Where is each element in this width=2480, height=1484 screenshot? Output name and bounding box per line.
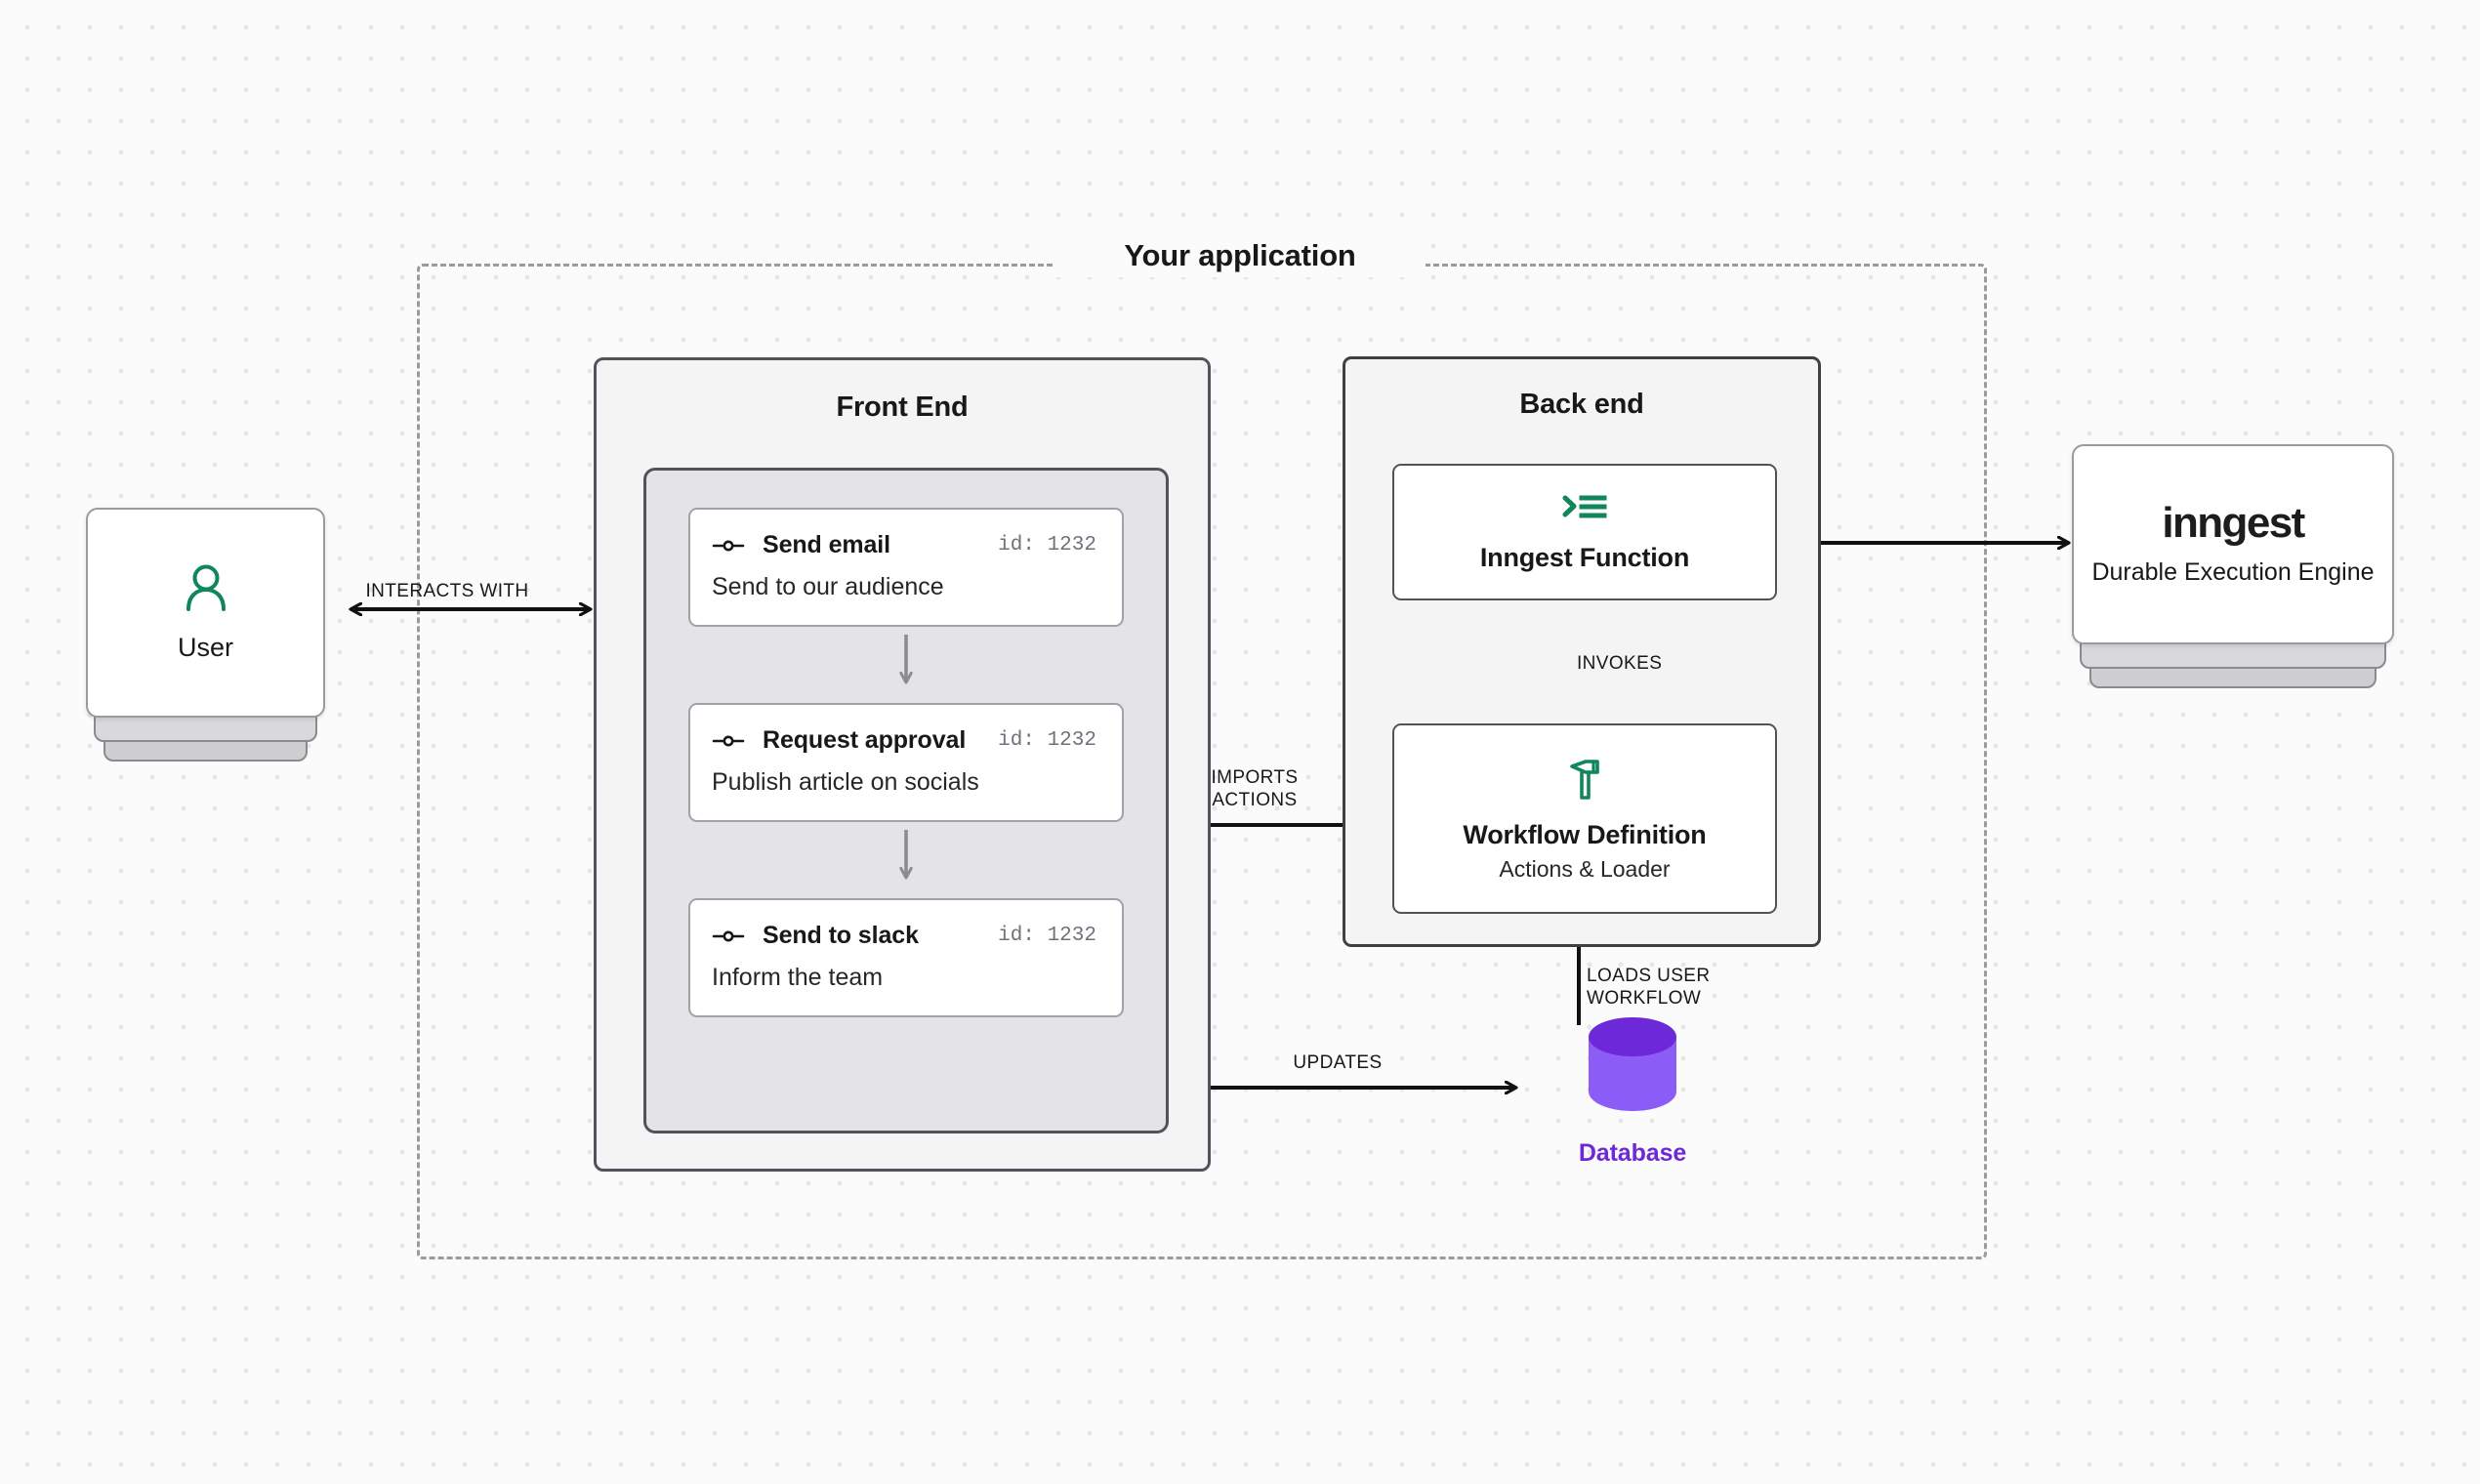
workflow-definition-title: Workflow Definition (1463, 820, 1707, 849)
inngest-card: inngest Durable Execution Engine (2072, 444, 2394, 644)
edge-label-updates: UPDATES (1293, 1052, 1383, 1073)
workflow-connector-arrow (894, 830, 918, 890)
application-title: Your application (1054, 234, 1426, 277)
workflow-step-title: Request approval (763, 726, 967, 754)
backend-title: Back end (1519, 389, 1644, 420)
workflow-step-header: Send email id: 1232 (712, 531, 1096, 559)
workflow-node-icon (712, 735, 745, 746)
workflow-step-header: Send to slack id: 1232 (712, 922, 1096, 950)
inngest-function-card[interactable]: Inngest Function (1392, 464, 1777, 600)
backend-panel: Back end Inngest Function Work (1343, 356, 1821, 947)
workflow-step-card[interactable]: Request approval id: 1232 Publish articl… (688, 703, 1124, 822)
database-node[interactable]: Database (1525, 1015, 1740, 1168)
workflow-definition-subtitle: Actions & Loader (1499, 856, 1671, 882)
frontend-panel: Front End Send email id: 1232 Send to ou… (594, 357, 1211, 1172)
workflow-node-icon (712, 930, 745, 941)
frontend-title: Front End (836, 392, 969, 423)
edge-label-interacts-with: INTERACTS WITH (365, 581, 529, 601)
inngest-function-title: Inngest Function (1479, 543, 1690, 572)
workflow-step-card[interactable]: Send to slack id: 1232 Inform the team (688, 898, 1124, 1017)
user-icon (185, 563, 227, 617)
workflow-step-title: Send to slack (763, 922, 919, 949)
edge-label-invokes: INVOKES (1577, 653, 1663, 674)
workflow-definition-card[interactable]: Workflow Definition Actions & Loader (1392, 723, 1777, 914)
workflow-step-id: id: 1232 (998, 729, 1096, 752)
inngest-logo: inngest (2162, 498, 2305, 547)
workflow-step-description: Send to our audience (712, 573, 944, 600)
inngest-node: inngest Durable Execution Engine (2072, 444, 2394, 688)
workflow-step-header: Request approval id: 1232 (712, 726, 1096, 755)
workflow-node-icon (712, 540, 745, 551)
workflow-connector-arrow (894, 635, 918, 695)
user-label: User (177, 632, 233, 662)
workflow-step-description: Publish article on socials (712, 768, 979, 796)
database-cylinder-icon (1589, 1017, 1676, 1111)
terminal-list-icon (1562, 491, 1607, 529)
workflow-editor-container: Send email id: 1232 Send to our audience… (643, 468, 1169, 1134)
workflow-step-card[interactable]: Send email id: 1232 Send to our audience (688, 508, 1124, 627)
user-card: User (86, 508, 325, 718)
workflow-step-title: Send email (763, 531, 890, 558)
edge-label-imports-actions: IMPORTS ACTIONS (1211, 767, 1299, 811)
inngest-subtitle: Durable Execution Engine (2091, 557, 2375, 586)
workflow-step-id: id: 1232 (998, 925, 1096, 947)
user-node: User (86, 508, 325, 762)
workflow-step-id: id: 1232 (998, 534, 1096, 556)
workflow-step-description: Inform the team (712, 964, 884, 991)
hammer-icon (1564, 755, 1605, 806)
database-label: Database (1578, 1139, 1687, 1167)
edge-label-loads-user-workflow: LOADS USER WORKFLOW (1587, 966, 1711, 1010)
